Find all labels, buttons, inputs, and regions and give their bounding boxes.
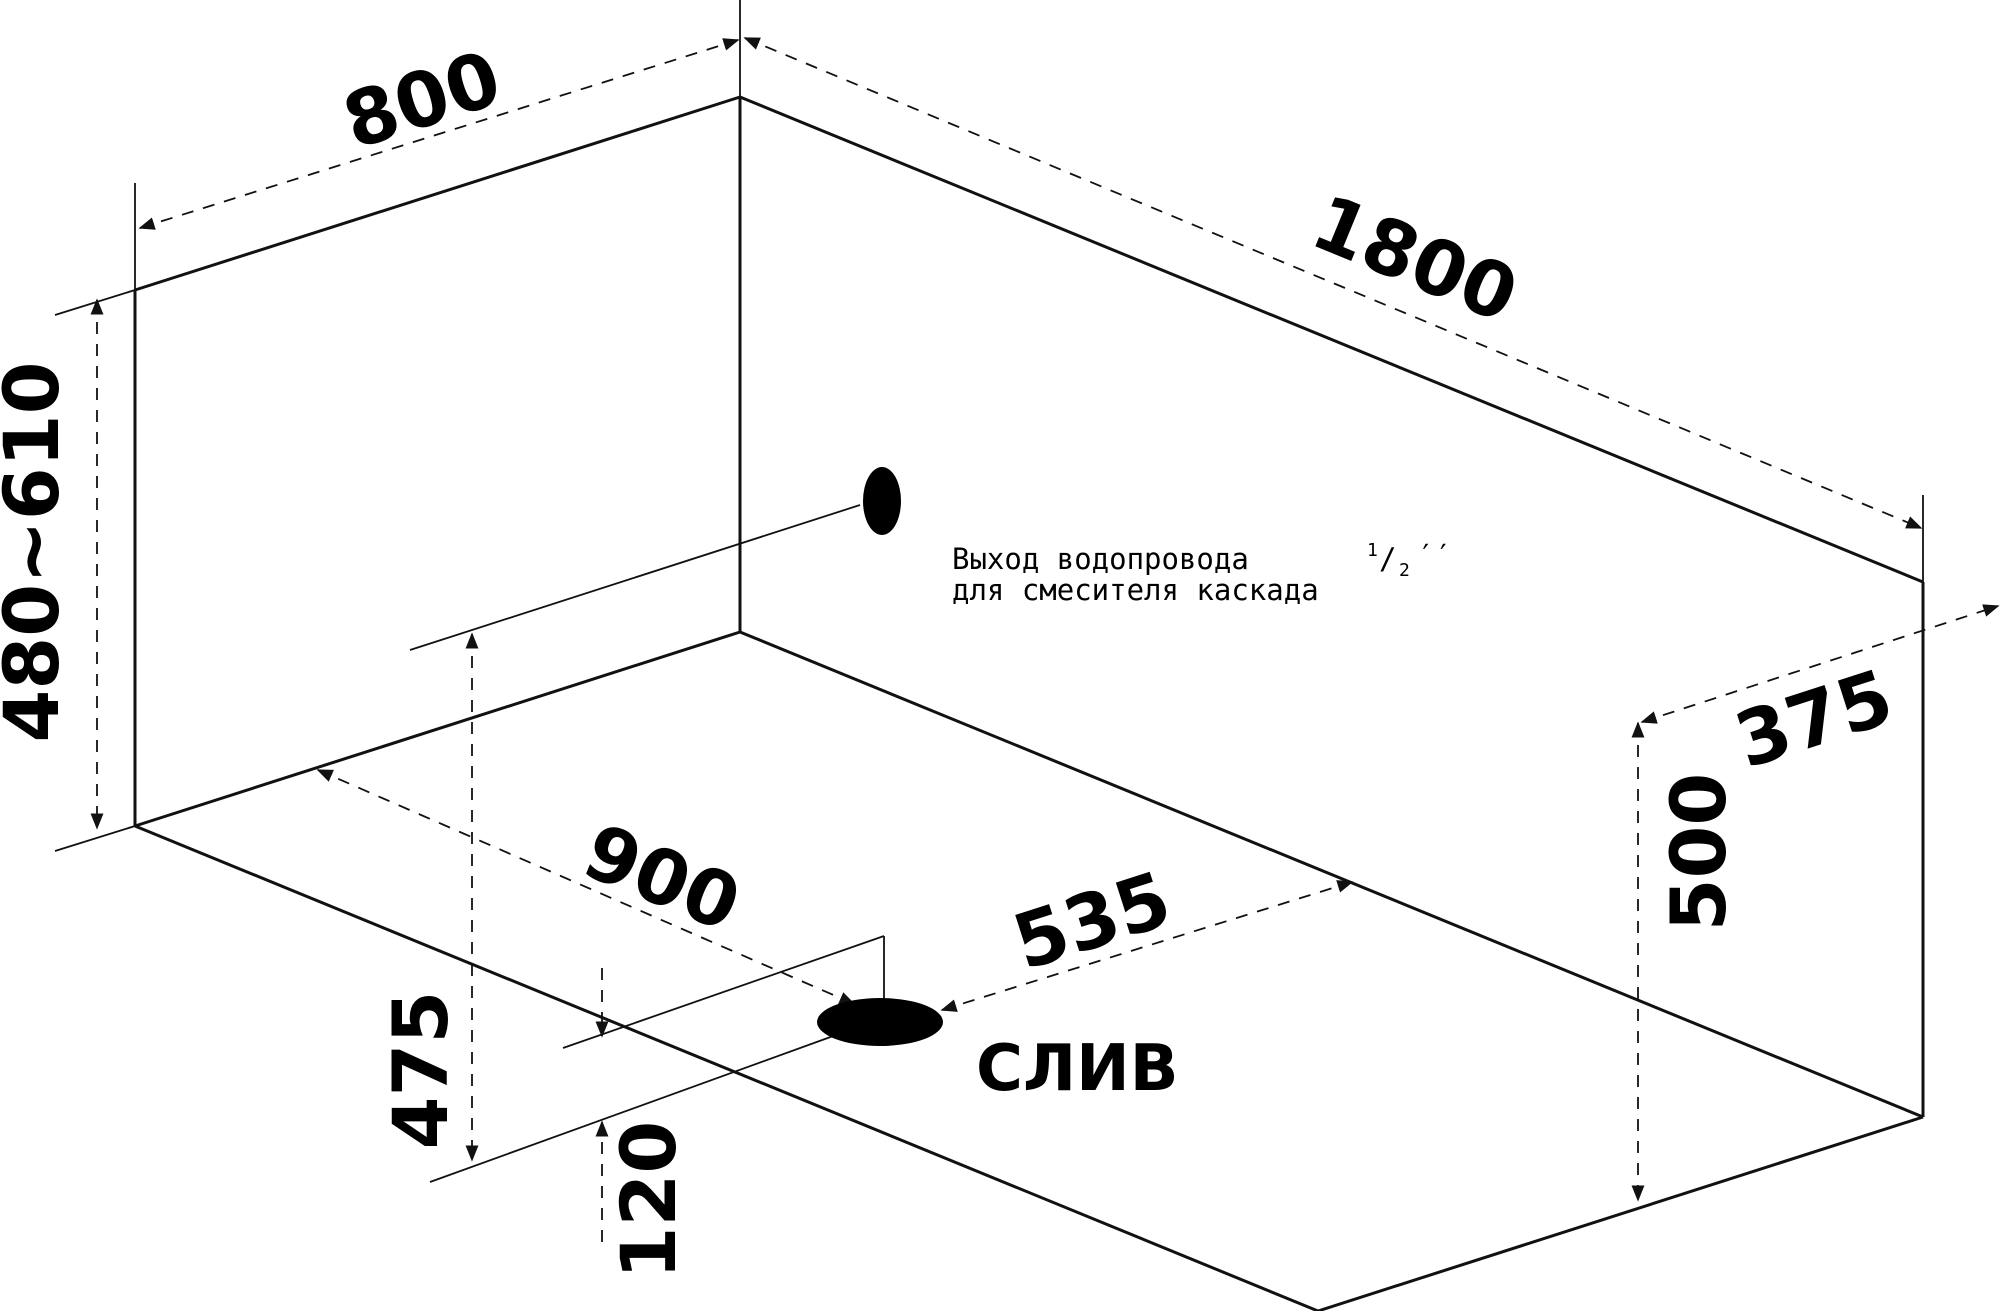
water-outlet-fraction-den: 2 xyxy=(1399,560,1410,581)
dimline-375 xyxy=(1640,604,2000,724)
dimline-535 xyxy=(940,880,1354,1012)
water-outlet-fraction-num: 1 xyxy=(1367,540,1378,561)
water-outlet-inch-mark: ′′ xyxy=(1417,538,1452,572)
dimline-800 xyxy=(138,38,740,230)
water-outlet-hole xyxy=(863,467,901,535)
dim-900: 900 xyxy=(572,806,753,949)
dim-480-610: 480~610 xyxy=(0,362,76,743)
water-outlet-prefix: Выход водопровода xyxy=(952,542,1249,576)
water-outlet-note: Выход водопровода 1 / 2 ′′ для смесителя… xyxy=(952,538,1452,607)
water-outlet-label-line1: Выход водопровода xyxy=(952,542,1249,576)
dim-475: 475 xyxy=(376,991,465,1150)
drain-hole xyxy=(817,998,943,1046)
dim-500: 500 xyxy=(1654,773,1743,932)
dimension-lines xyxy=(90,37,2000,1242)
dim-120: 120 xyxy=(604,1121,693,1280)
dimline-900 xyxy=(316,769,856,1005)
dim-800: 800 xyxy=(333,33,511,166)
dim-535: 535 xyxy=(1003,854,1181,987)
dimline-1800 xyxy=(743,37,1923,529)
dim-1800: 1800 xyxy=(1300,177,1529,340)
drain-label: СЛИВ xyxy=(976,1032,1178,1106)
water-outlet-label-line2: для смесителя каскада xyxy=(952,573,1319,607)
dim-375: 375 xyxy=(1725,652,1903,785)
water-outlet-fraction-slash: / xyxy=(1379,542,1396,576)
